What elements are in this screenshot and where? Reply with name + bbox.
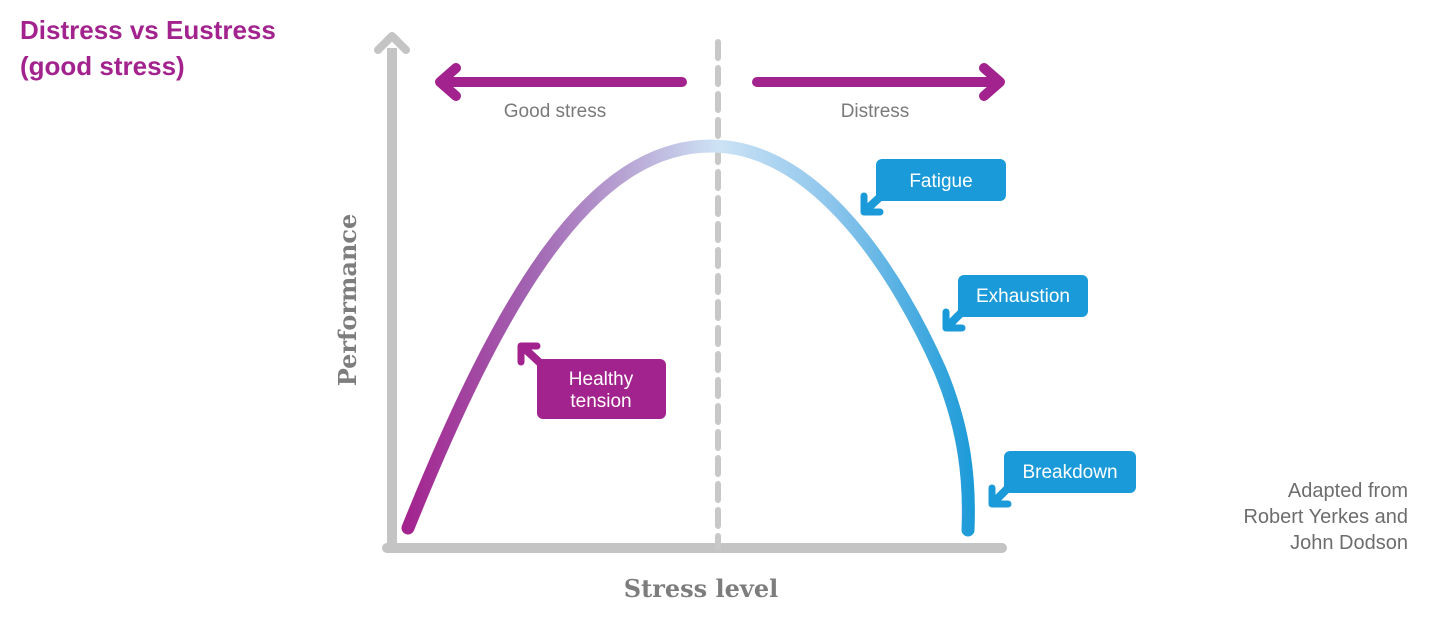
axes xyxy=(374,32,1007,553)
credit-line-3: John Dodson xyxy=(1290,532,1408,554)
credit-line-1: Adapted from xyxy=(1287,480,1408,502)
diagram-title: Distress vs Eustress (good stress) xyxy=(20,12,276,84)
good-stress-label: Good stress xyxy=(504,101,606,122)
fatigue-label: Fatigue xyxy=(909,171,972,192)
healthy-tension-line-1: Healthy xyxy=(569,369,634,390)
callout-breakdown: Breakdown xyxy=(988,451,1136,508)
callout-healthy-tension: Healthy tension xyxy=(517,342,666,419)
source-credit: Adapted from Robert Yerkes and John Dods… xyxy=(1243,478,1408,556)
callout-fatigue: Fatigue xyxy=(860,159,1006,216)
y-axis-label: Performance xyxy=(333,214,362,387)
y-axis-arrowhead xyxy=(374,32,410,54)
callout-exhaustion: Exhaustion xyxy=(942,275,1088,332)
x-axis-label: Stress level xyxy=(624,574,778,603)
exhaustion-label: Exhaustion xyxy=(976,286,1070,307)
performance-curve xyxy=(401,139,975,537)
good-stress-arrow xyxy=(435,63,687,101)
title-line-2: (good stress) xyxy=(20,51,185,81)
distress-label: Distress xyxy=(841,101,910,122)
breakdown-label: Breakdown xyxy=(1022,462,1117,483)
credit-line-2: Robert Yerkes and xyxy=(1243,506,1408,528)
title-line-1: Distress vs Eustress xyxy=(20,15,276,45)
distress-arrow xyxy=(752,63,1005,101)
healthy-tension-line-2: tension xyxy=(570,391,631,412)
